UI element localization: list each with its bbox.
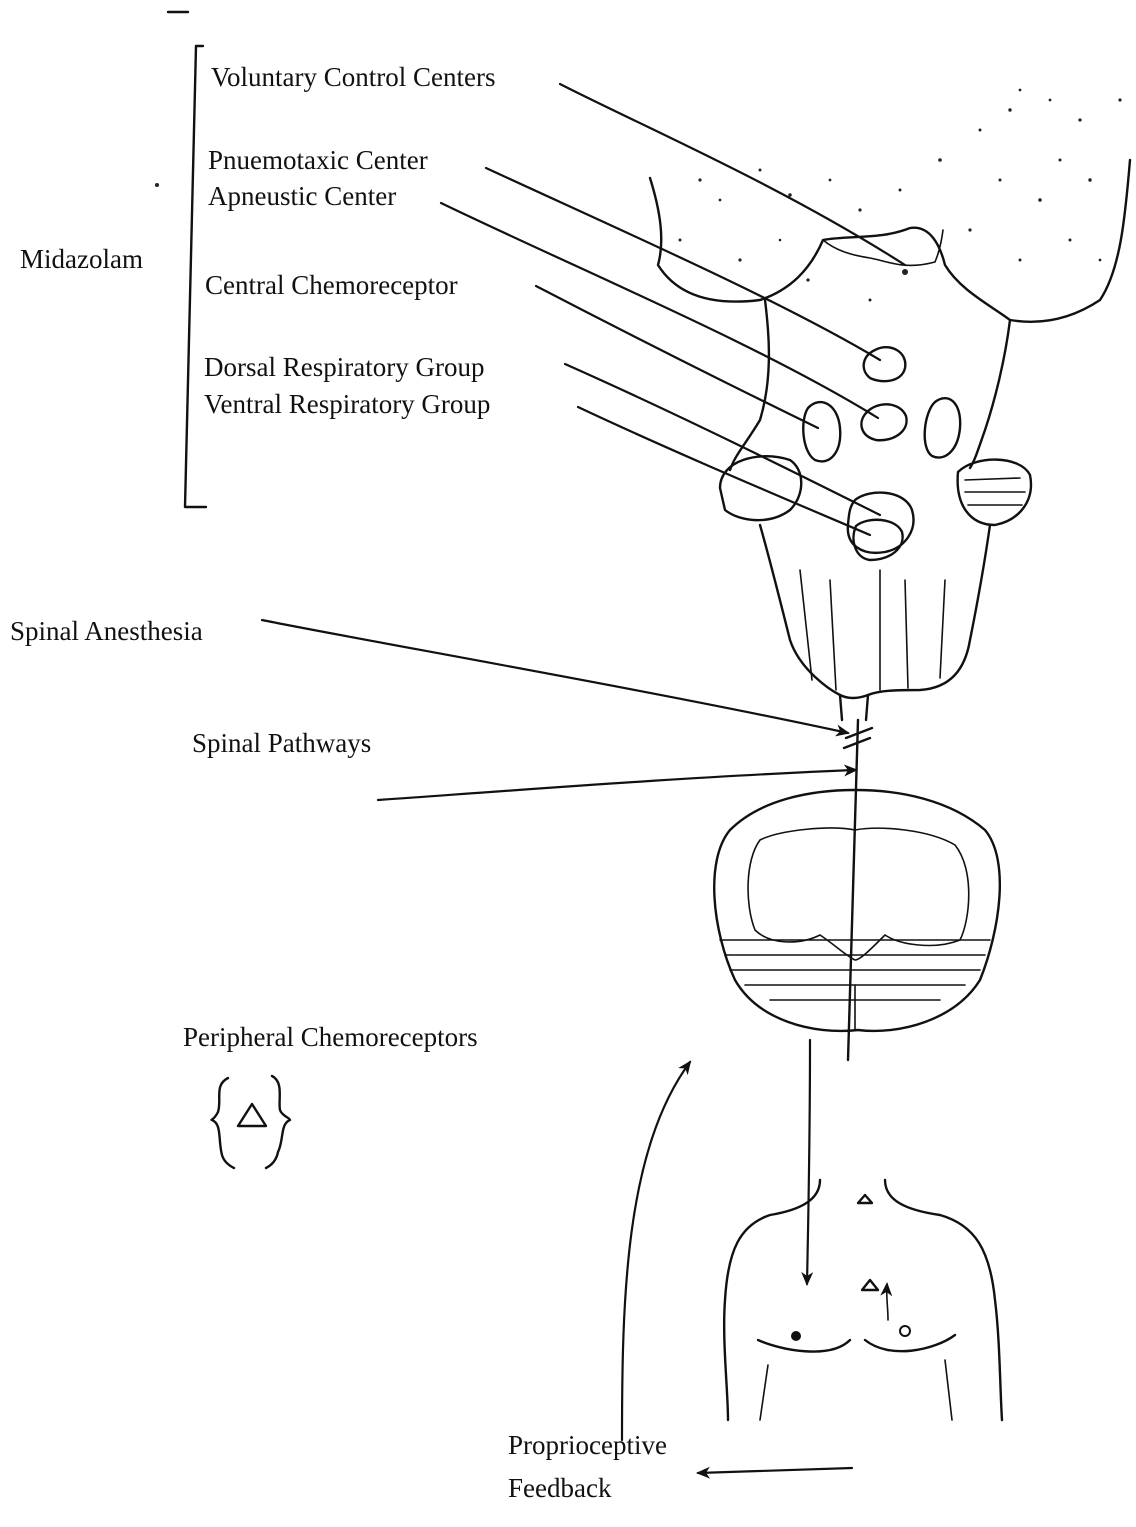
torso-left-rib — [760, 1365, 768, 1420]
torso-right-pectoral — [865, 1335, 955, 1351]
right-peduncle-hatch — [965, 478, 1025, 505]
label-apneustic-center: Apneustic Center — [208, 181, 396, 211]
apneustic-center-nucleus — [861, 404, 906, 440]
label-proprioceptive: Proprioceptive — [508, 1430, 667, 1460]
cortex-outline — [650, 160, 1130, 322]
triangle-marker-icon — [238, 1104, 266, 1126]
label-feedback: Feedback — [508, 1473, 612, 1503]
label-pnuemotaxic-center: Pnuemotaxic Center — [208, 145, 428, 175]
label-central-chemoreceptor: Central Chemoreceptor — [205, 270, 458, 300]
arrow-proprioceptive-up — [622, 1062, 690, 1440]
central-chemoreceptor-left — [803, 402, 840, 461]
cortex-stipple — [679, 89, 1122, 302]
torso-left-shoulder — [724, 1180, 820, 1420]
right-nipple — [900, 1326, 910, 1336]
arrow-torso-chemo-up — [887, 1284, 888, 1320]
brainstem-illustration — [650, 89, 1130, 720]
label-voluntary-control-centers: Voluntary Control Centers — [211, 62, 495, 92]
midazolam-bracket — [185, 46, 206, 507]
brace-left-icon — [211, 1078, 234, 1168]
torso-right-shoulder — [885, 1180, 1002, 1420]
spinal-cord-cross-section — [714, 790, 1000, 1031]
stray-dot — [155, 183, 159, 187]
medulla-stem-right — [866, 695, 868, 720]
brace-right-icon — [266, 1076, 290, 1168]
left-nipple — [791, 1331, 801, 1341]
label-dorsal-respiratory-group: Dorsal Respiratory Group — [204, 352, 484, 382]
medulla-stem-left — [840, 695, 842, 720]
pnuemotaxic-center-nucleus — [864, 347, 906, 381]
label-ventral-respiratory-group: Ventral Respiratory Group — [204, 389, 490, 419]
cross-section-outer — [714, 790, 1000, 1031]
medulla-pyramids — [800, 570, 945, 690]
brainstem-right-edge — [970, 320, 1010, 468]
triangle-marker-icon — [858, 1195, 872, 1203]
torso-left-pectoral — [758, 1340, 850, 1352]
label-spinal-pathways: Spinal Pathways — [192, 728, 371, 758]
torso-illustration — [724, 1180, 1002, 1420]
arrow-spinal-pathways — [378, 770, 856, 800]
label-peripheral-chemoreceptors: Peripheral Chemoreceptors — [183, 1022, 478, 1052]
leader-lines — [441, 84, 905, 535]
arrow-spinal-to-torso — [807, 1040, 810, 1284]
torso-right-rib — [945, 1360, 952, 1420]
leader-pnuemotaxic — [486, 168, 880, 360]
leader-apneustic — [441, 203, 878, 418]
arrow-spinal-anesthesia — [262, 620, 848, 733]
arrow-feedback-left — [698, 1468, 852, 1473]
leader-ventral-respiratory — [578, 407, 870, 535]
label-spinal-anesthesia: Spinal Anesthesia — [10, 616, 203, 646]
label-midazolam: Midazolam — [20, 244, 143, 274]
central-chemoreceptor-right — [925, 398, 961, 457]
leader-dorsal-respiratory — [565, 364, 880, 515]
transection-mark-1 — [846, 728, 872, 738]
medulla-outline — [760, 525, 990, 698]
triangle-marker-icon — [862, 1280, 878, 1290]
respiratory-group-outer — [848, 493, 914, 553]
